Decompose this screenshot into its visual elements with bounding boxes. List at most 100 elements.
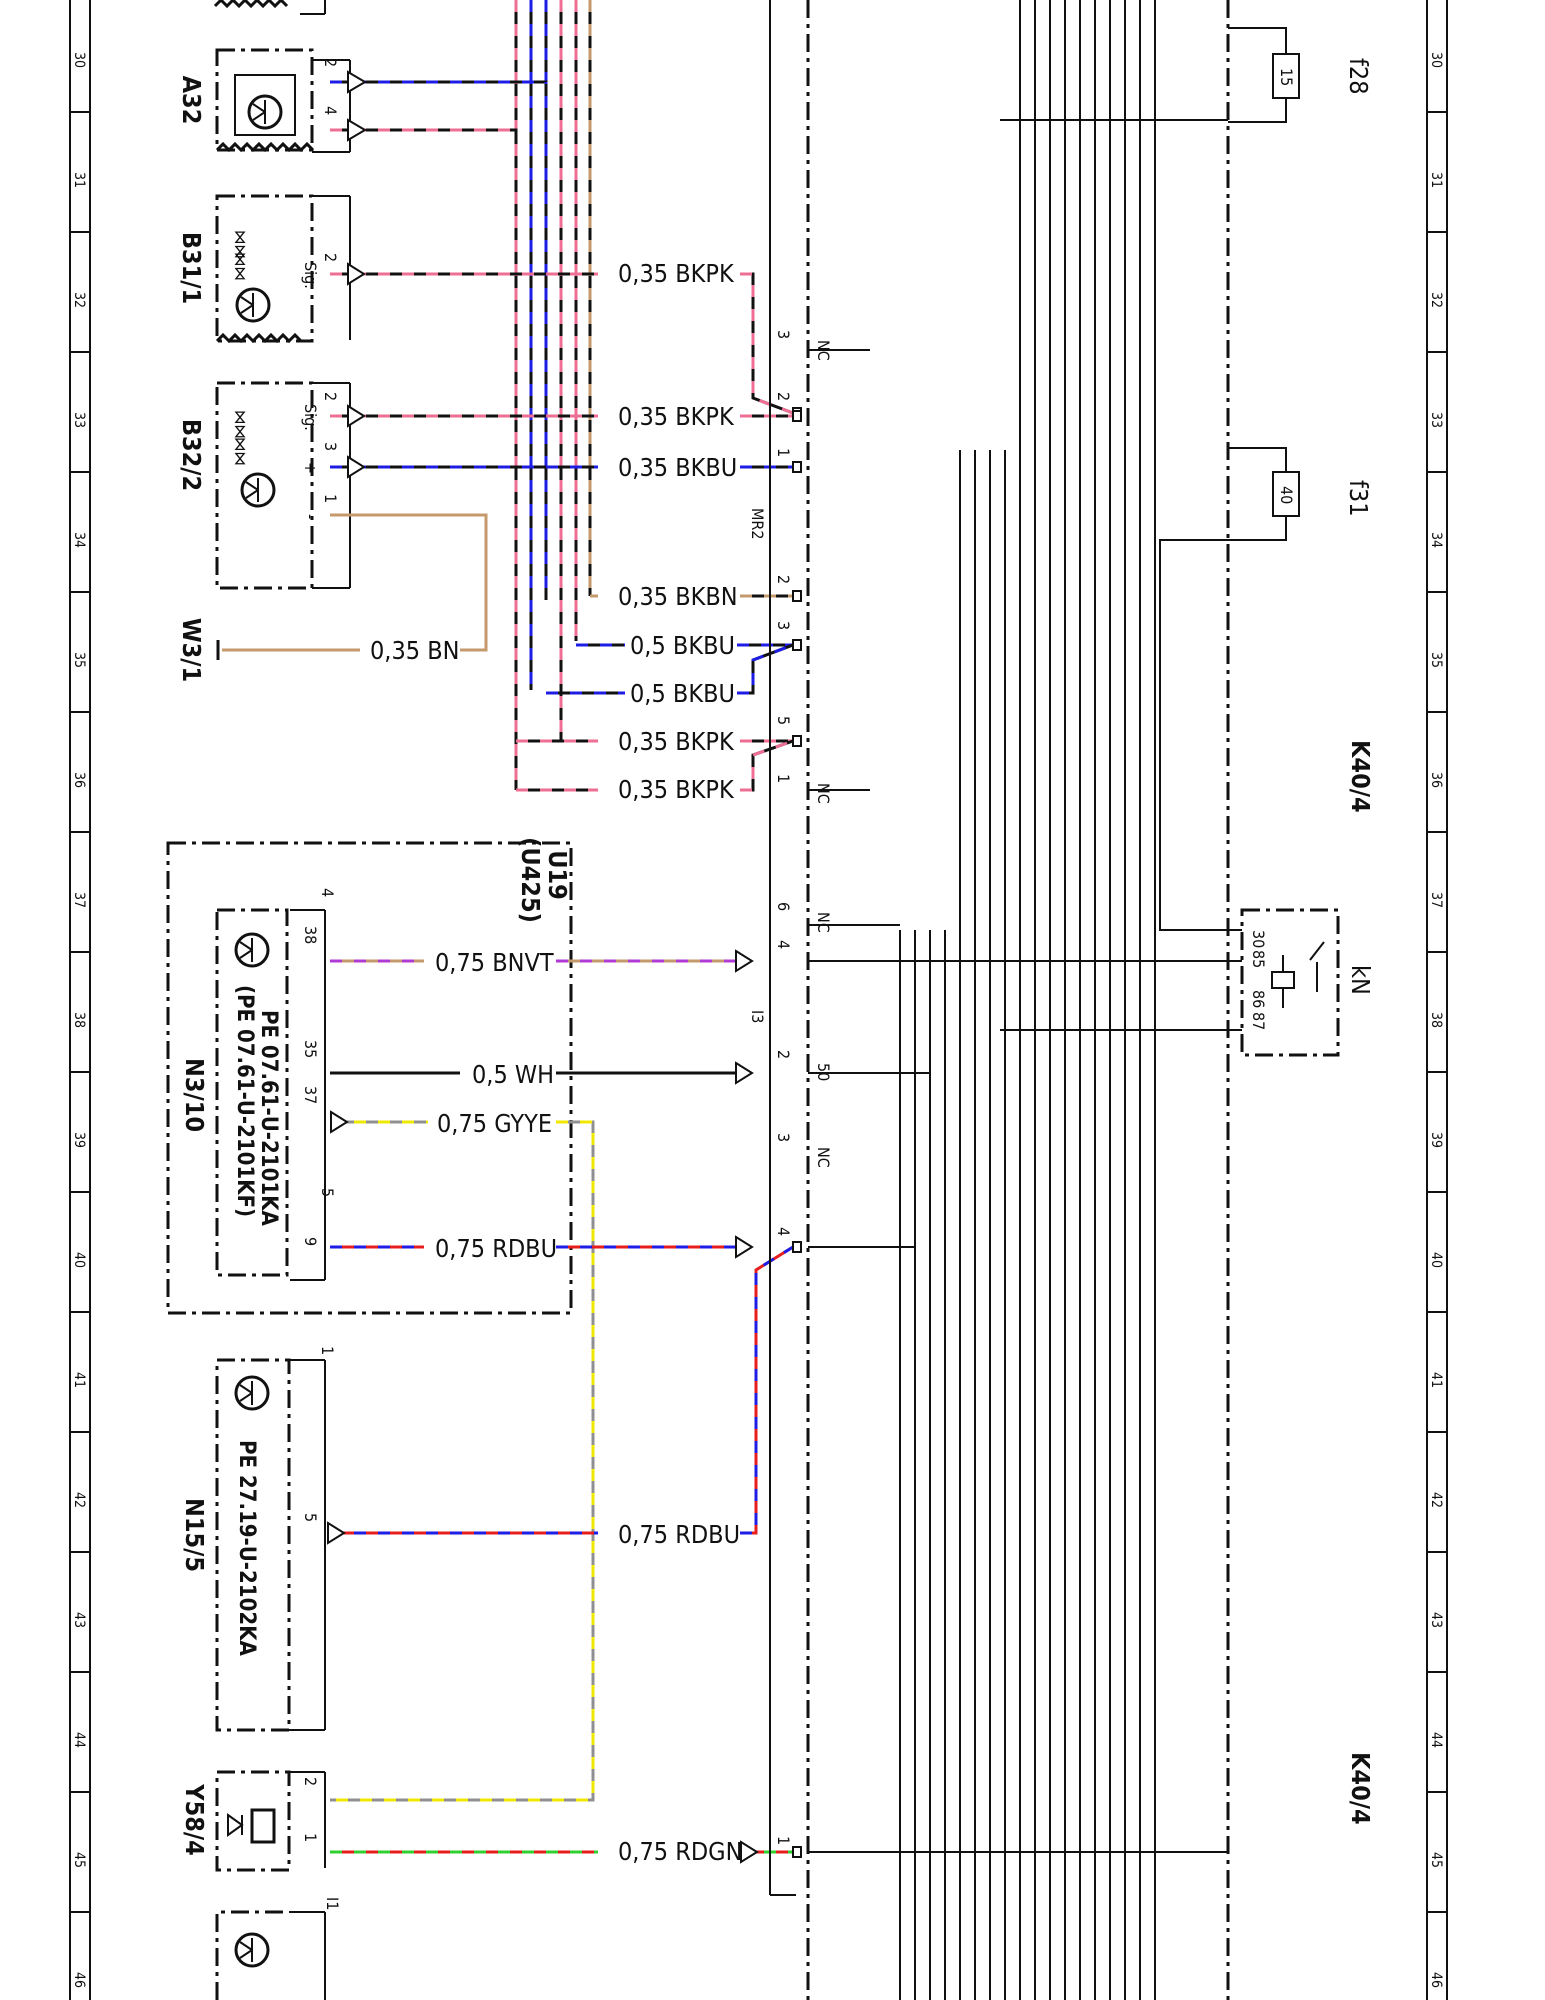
connector-pin-labels: 3 2 1 2 3 5 1 6 4 2 3 4 1 NC NC NC 50 NC xyxy=(774,330,833,1845)
zone-label: 41 xyxy=(71,1372,87,1388)
label-kn: kN xyxy=(1346,965,1375,995)
zone-label: 37 xyxy=(71,892,87,908)
label-u425: (U425) xyxy=(516,837,545,923)
n3-10-ref-b: (PE 07.61-U-2101KF) xyxy=(232,985,257,1217)
wire-label-w3-bn: 0,35 BN xyxy=(370,636,459,665)
svg-text:3: 3 xyxy=(774,621,793,630)
zone-label: 43 xyxy=(71,1612,87,1628)
wire-arrow xyxy=(735,949,754,973)
svg-text:1: 1 xyxy=(301,1833,320,1842)
svg-text:4: 4 xyxy=(774,1227,793,1236)
f28-rating: 15 xyxy=(1277,68,1296,86)
connector-mr2[interactable] xyxy=(769,0,796,1896)
svg-text:1: 1 xyxy=(321,494,340,503)
wire-label-b32-sig: 0,35 BKPK xyxy=(618,402,735,431)
relay-pin-85: 85 xyxy=(1249,950,1268,968)
wire-arrow xyxy=(347,455,366,479)
svg-text:2: 2 xyxy=(321,392,340,401)
zone-label: 42 xyxy=(1428,1492,1444,1508)
svg-text:Sig.: Sig. xyxy=(301,404,320,431)
svg-text:9: 9 xyxy=(301,1237,320,1246)
component-b31-1[interactable]: ⋈⋈ ⋈⋈ xyxy=(215,194,351,344)
component-a32[interactable] xyxy=(215,48,351,153)
svg-text:NC: NC xyxy=(814,340,833,361)
zone-ruler-left xyxy=(69,0,91,2000)
label-u19: U19 xyxy=(543,850,572,900)
zone-ruler-right xyxy=(1426,0,1448,2000)
sensor-transistor-icon xyxy=(240,472,276,508)
component-i1[interactable] xyxy=(215,1910,326,2000)
transistor-icon xyxy=(247,94,283,130)
zone-label: 34 xyxy=(71,532,87,548)
zone-label: 34 xyxy=(1428,532,1444,548)
zone-ticks xyxy=(70,111,1447,1913)
wire-label-bnvt: 0,75 BNVT xyxy=(435,948,554,977)
zone-label: 36 xyxy=(71,772,87,788)
zone-label: 39 xyxy=(71,1132,87,1148)
label-n3-10: N3/10 xyxy=(180,1058,209,1132)
wire-runs xyxy=(222,70,802,1864)
svg-text:3: 3 xyxy=(774,330,793,339)
wire-label-bkbu-2: 0,5 BKBU xyxy=(630,679,735,708)
label-n15-5: N15/5 xyxy=(180,1498,209,1572)
n15-5-ref: PE 27.19-U-2102KA xyxy=(234,1440,259,1656)
component-y58-4[interactable] xyxy=(215,1770,326,1872)
wire-arrow xyxy=(347,262,366,286)
wire-arrow xyxy=(735,1061,754,1085)
svg-text:1: 1 xyxy=(774,448,793,457)
component-n3-10[interactable] xyxy=(215,908,326,1281)
svg-text:NC: NC xyxy=(814,912,833,933)
fuse-feed xyxy=(1159,516,1287,931)
wire-arrow xyxy=(347,70,367,94)
svg-text:2: 2 xyxy=(301,1777,320,1786)
wire-label-bkbu-1: 0,5 BKBU xyxy=(630,631,735,660)
wire-label-bkbn: 0,35 BKBN xyxy=(618,582,738,611)
wire-labels: 0,35 BKPK 0,35 BKPK 0,35 BKBU 0,35 BKBN … xyxy=(370,259,742,1866)
fuse-f28[interactable] xyxy=(1272,53,1300,99)
component-b32-2[interactable]: ⋈⋈ ⋈⋈ xyxy=(215,381,351,590)
zone-label: 44 xyxy=(1428,1732,1444,1748)
component-n15-5[interactable] xyxy=(215,1358,326,1732)
svg-text:3: 3 xyxy=(774,1133,793,1142)
zone-label: 30 xyxy=(1428,52,1444,68)
svg-text:1: 1 xyxy=(774,1836,793,1845)
wire-arrow xyxy=(330,1110,349,1134)
wire-label-rdbu-1: 0,75 RDBU xyxy=(435,1234,557,1263)
svg-text:⋈⋈: ⋈⋈ xyxy=(231,252,250,281)
label-y58-4: Y58/4 xyxy=(180,1783,209,1855)
svg-text:NC: NC xyxy=(814,783,833,804)
wire-a32-1 xyxy=(330,128,518,132)
relay-pin-86: 86 xyxy=(1249,990,1268,1008)
zone-label: 36 xyxy=(1428,772,1444,788)
wire-w-w3-bn-right xyxy=(330,513,488,652)
wire-a32-0 xyxy=(330,80,548,84)
svg-text:⋈⋈: ⋈⋈ xyxy=(231,230,250,259)
svg-text:37: 37 xyxy=(301,1086,320,1104)
relay-pin-87: 87 xyxy=(1249,1012,1268,1030)
zone-label: 31 xyxy=(71,172,87,188)
zone-label: 42 xyxy=(71,1492,87,1508)
label-b31-1: B31/1 xyxy=(177,232,206,304)
fuse-f31[interactable] xyxy=(1272,471,1300,517)
wire-w-bkpk-4-right xyxy=(740,739,794,792)
zone-label: 32 xyxy=(1428,292,1444,308)
wire-arrow xyxy=(740,1840,759,1864)
zone-label: 41 xyxy=(1428,1372,1444,1388)
zone-label: 45 xyxy=(71,1852,87,1868)
zone-label: 33 xyxy=(71,412,87,428)
wire-arrow xyxy=(327,1521,346,1545)
label-k40-4-top: K40/4 xyxy=(1346,740,1375,813)
harness-bundle xyxy=(514,0,592,790)
label-k40-4-bottom: K40/4 xyxy=(1346,1752,1375,1825)
svg-text:2: 2 xyxy=(321,58,340,67)
connector-pin xyxy=(792,410,802,422)
zone-label: 38 xyxy=(1428,1012,1444,1028)
label-f28: f28 xyxy=(1344,58,1373,95)
enclosure-u19[interactable] xyxy=(166,841,573,1315)
svg-text:+: + xyxy=(301,462,320,474)
svg-text:5: 5 xyxy=(774,716,793,725)
relay-kn[interactable] xyxy=(1240,908,1340,1057)
connector-pin xyxy=(792,1846,802,1858)
